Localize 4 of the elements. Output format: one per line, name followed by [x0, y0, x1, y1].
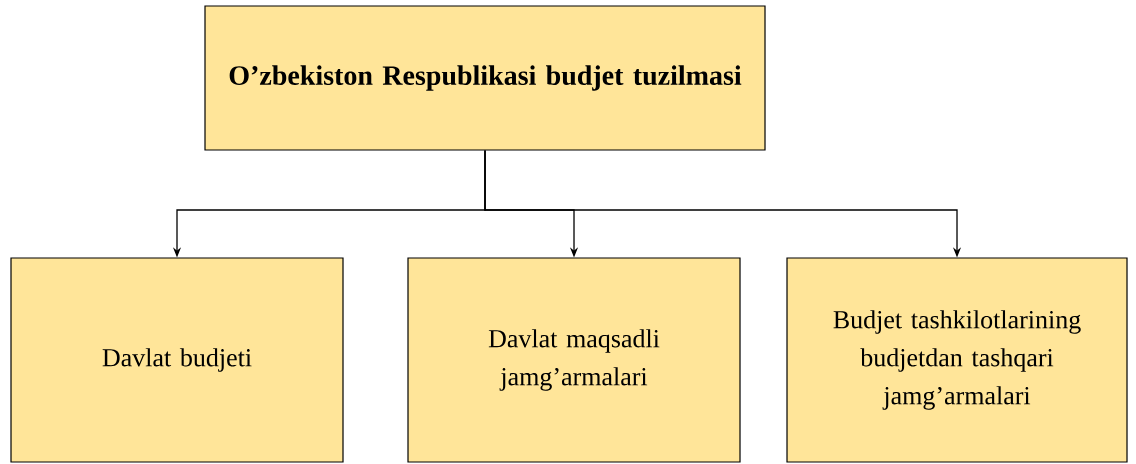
category-box: Davlat maqsadli jamg’armalari — [407, 257, 741, 463]
category-box: Davlat budjeti — [10, 257, 344, 463]
category-box: Budjet tashkilotlarining budjetdan tashqari jamg’armalari — [786, 257, 1128, 463]
title-box: O’zbekiston Respublikasi budjet tuzilmasi — [204, 5, 766, 151]
